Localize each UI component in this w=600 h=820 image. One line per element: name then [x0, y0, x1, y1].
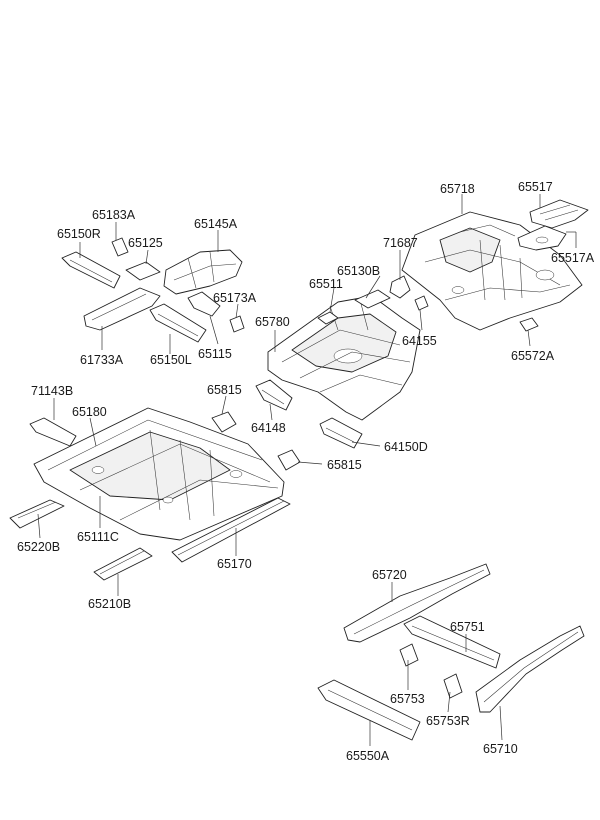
label-65115: 65115: [198, 347, 232, 361]
label-65550A: 65550A: [346, 749, 390, 763]
label-65753: 65753: [390, 692, 425, 706]
label-65173A: 65173A: [213, 291, 257, 305]
panel-65550A-part: [317, 679, 421, 741]
bracket-71687-part: [389, 275, 411, 299]
label-65210B: 65210B: [88, 597, 131, 611]
bracket-64148-part: [255, 379, 293, 411]
label-65720: 65720: [372, 568, 407, 582]
bracket-65753-part: [399, 643, 419, 667]
label-65150L: 65150L: [150, 353, 192, 367]
label-65111C: 65111C: [77, 530, 119, 544]
label-65780: 65780: [255, 315, 290, 329]
sill-65170-part: [171, 497, 291, 563]
label-65220B: 65220B: [17, 540, 60, 554]
bracket-65815-upper-part: [211, 411, 237, 433]
label-65718: 65718: [440, 182, 475, 196]
label-65180: 65180: [72, 405, 107, 419]
reinforcement-65220B-part: [9, 499, 65, 529]
label-65150R: 65150R: [57, 227, 101, 241]
bracket-64155-part: [414, 295, 429, 311]
pad-65572A-part: [519, 317, 539, 332]
reinforcement-65210B-part: [93, 547, 153, 581]
bracket-65125-part: [125, 261, 161, 281]
label-64148: 64148: [251, 421, 286, 435]
crossmember-65751-part: [403, 615, 501, 669]
label-65183A: 65183A: [92, 208, 136, 222]
bracket-65183A-part: [111, 237, 129, 257]
rear-side-member-65720-part: [343, 563, 491, 643]
bracket-65753R-part: [443, 673, 463, 699]
bracket-65517-part: [529, 199, 589, 229]
label-71143B: 71143B: [31, 384, 73, 398]
rear-side-member-65710-part: [475, 625, 585, 713]
label-65815-lower: 65815: [327, 458, 362, 472]
label-65751: 65751: [450, 620, 485, 634]
label-71687: 71687: [383, 236, 418, 250]
label-65815-upper: 65815: [207, 383, 242, 397]
label-64155: 64155: [402, 334, 437, 348]
label-64150D: 64150D: [384, 440, 428, 454]
leader-lines: [37, 194, 577, 746]
side-member-65150R-part: [61, 251, 121, 289]
bracket-65815-lower-part: [277, 449, 301, 471]
bracket-71143B-part: [29, 417, 77, 447]
label-65710: 65710: [483, 742, 518, 756]
label-65125: 65125: [128, 236, 163, 250]
label-65511: 65511: [309, 277, 343, 291]
bracket-65173A-part: [229, 315, 245, 333]
side-member-65150L-part: [149, 303, 207, 343]
label-65517: 65517: [518, 180, 553, 194]
label-65572A: 65572A: [511, 349, 555, 363]
label-65145A: 65145A: [194, 217, 238, 231]
bracket-65517A-part: [517, 225, 567, 251]
part-labels: 65718 65517 65517A 71687 65130B 65511 64…: [17, 180, 595, 763]
label-65170: 65170: [217, 557, 252, 571]
label-65130B: 65130B: [337, 264, 380, 278]
crossmember-65145A-part: [163, 249, 243, 295]
crossmember-61733A-part: [83, 287, 161, 331]
label-65517A: 65517A: [551, 251, 595, 265]
bracket-65115-part: [187, 291, 221, 317]
label-61733A: 61733A: [80, 353, 124, 367]
center-floor-assy-part: [267, 289, 421, 421]
label-65753R: 65753R: [426, 714, 470, 728]
front-floor-pan-part: [33, 407, 285, 541]
bracket-64150D-part: [319, 417, 363, 449]
